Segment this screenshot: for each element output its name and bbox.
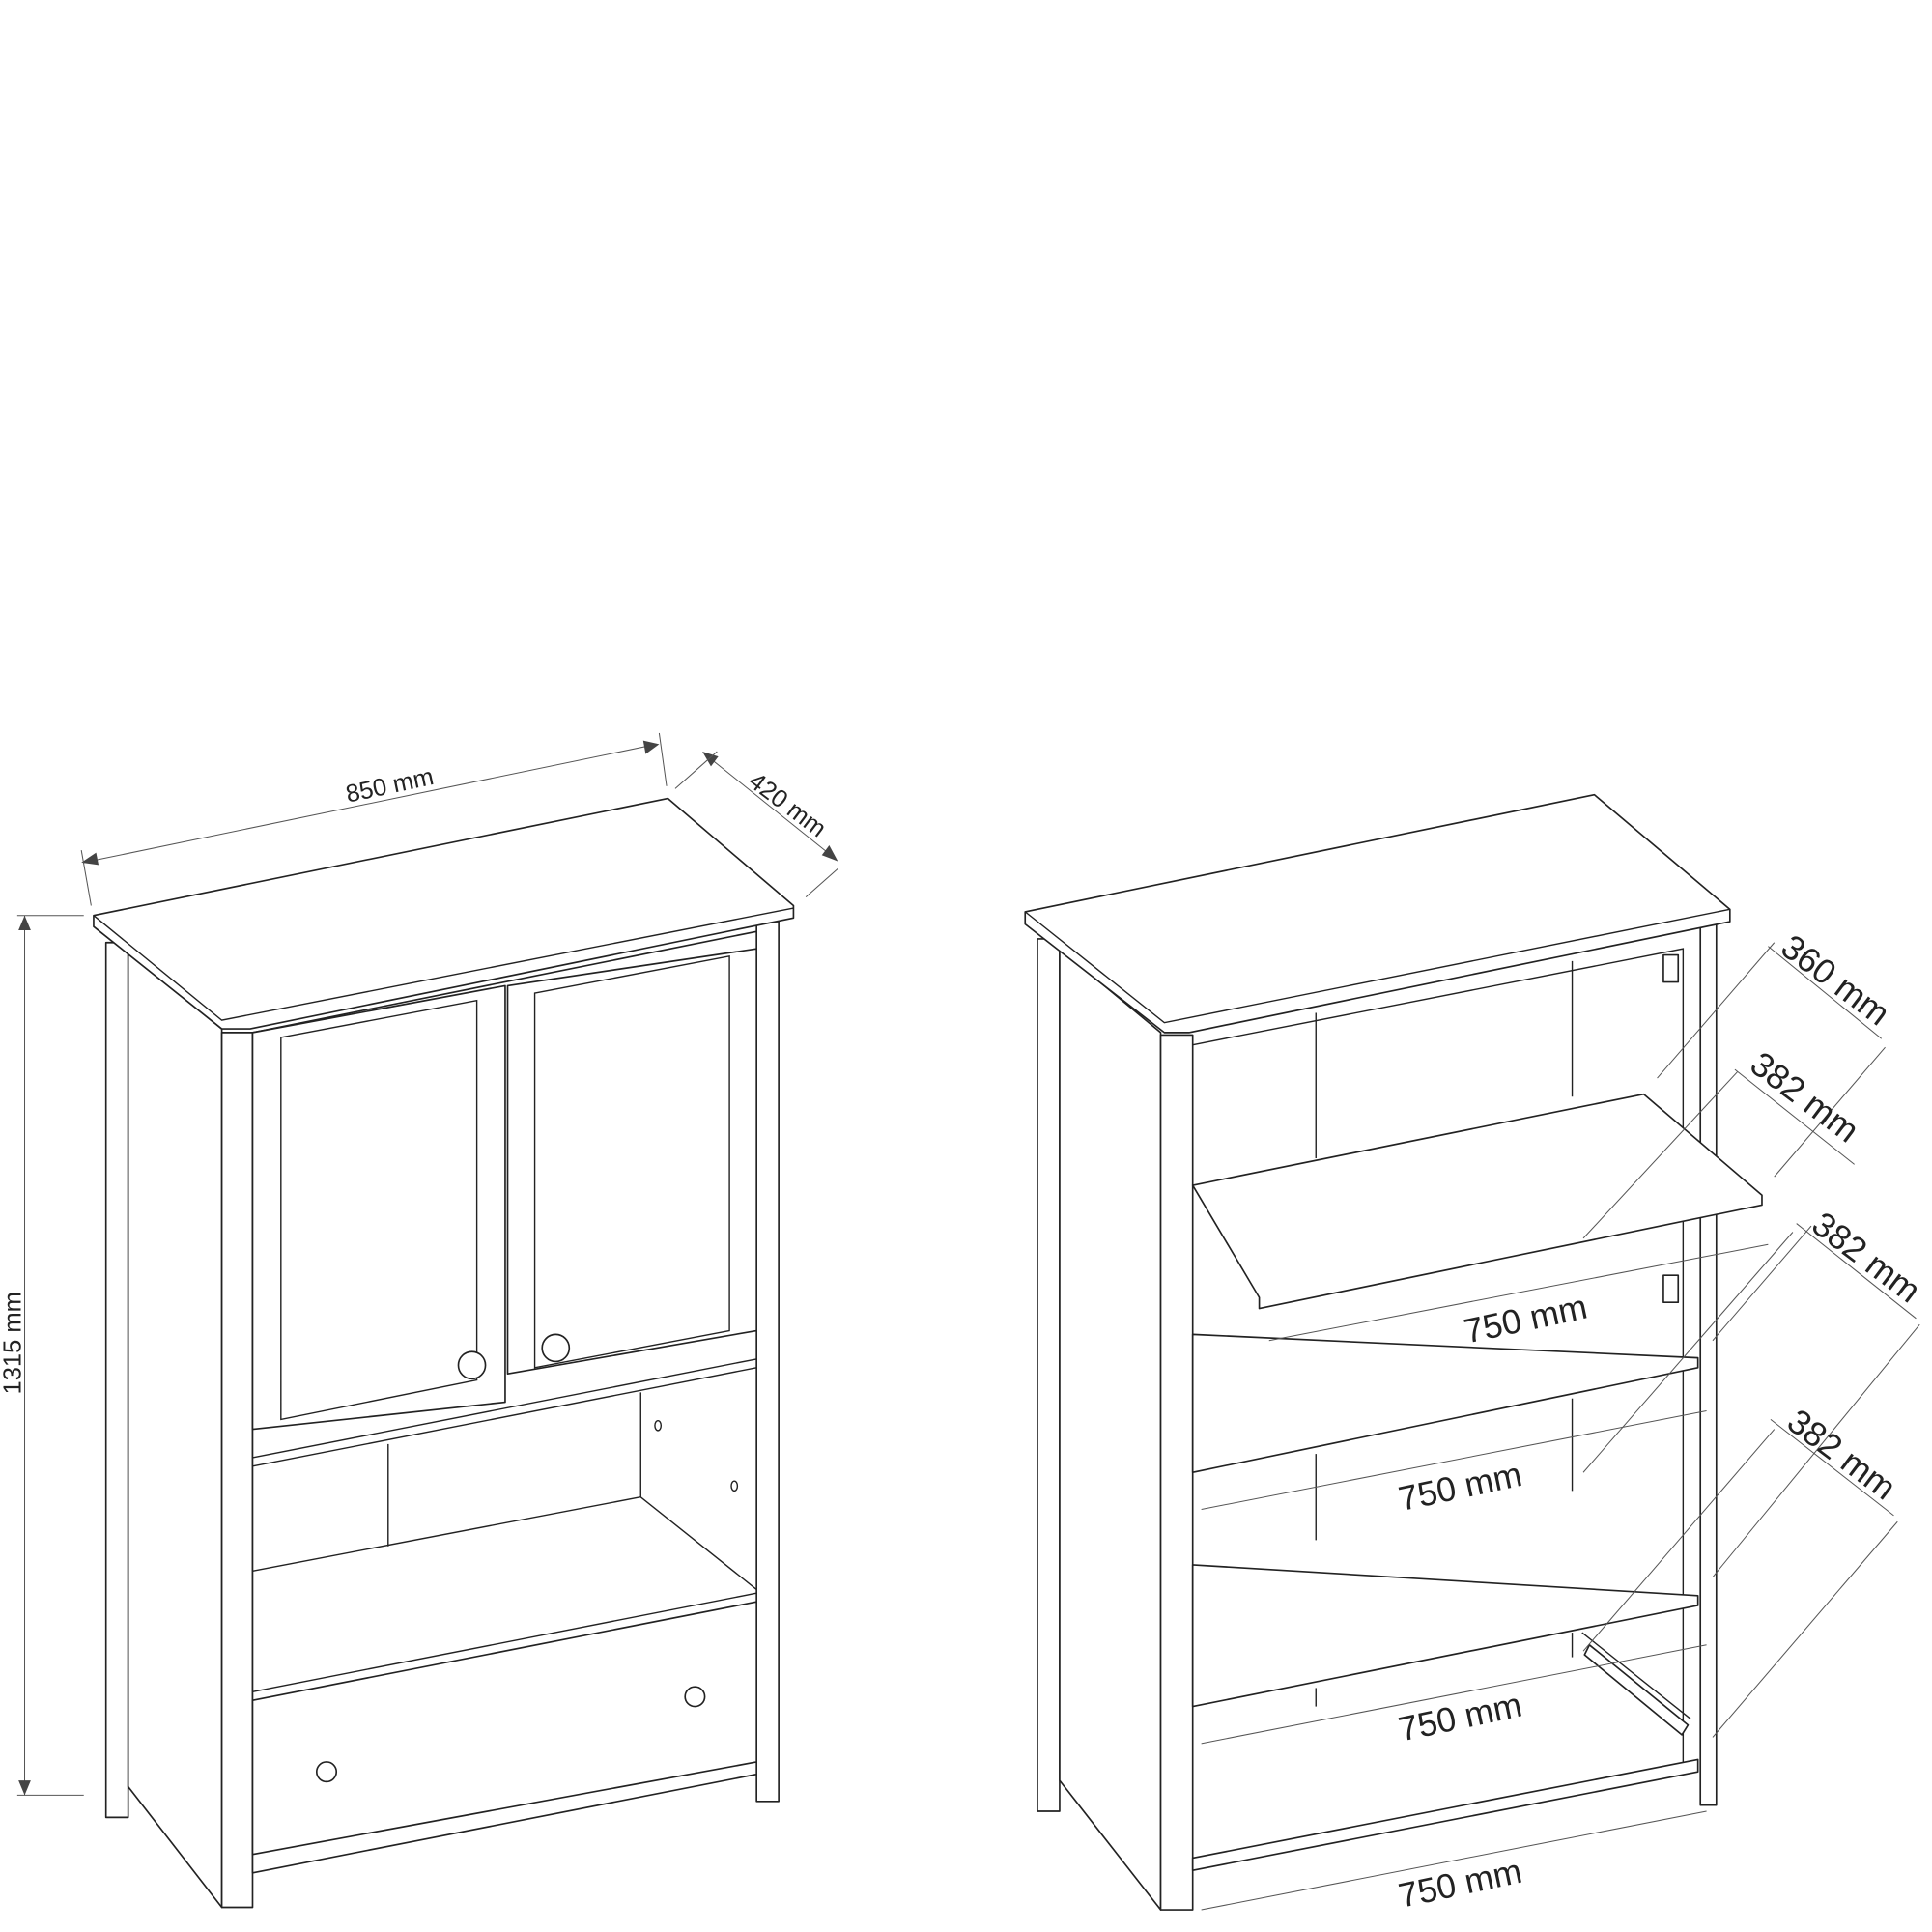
drawer-knob-icon	[684, 1686, 706, 1708]
drawer-runner	[1583, 1643, 1690, 1736]
shelf-width-label: 750 mm	[1461, 1288, 1590, 1351]
front-right-post	[755, 921, 780, 1803]
hinge-icon	[1662, 953, 1680, 983]
closed-cabinet-view: 850 mm 420 mm 1315 mm	[0, 732, 838, 1909]
open-cabinet-view: 360 mm 382 mm 382 mm 382 mm 750 mm 750 m…	[1024, 793, 1927, 1916]
shelf-width-label: 750 mm	[1395, 1852, 1524, 1916]
top-slab	[1024, 793, 1731, 1034]
side-panel	[1059, 948, 1162, 1911]
back-left-leg	[104, 941, 129, 1819]
shelf-spacing-label: 360 mm	[1775, 927, 1897, 1034]
side-panel	[127, 950, 223, 1909]
drawer-knob-icon	[315, 1761, 338, 1783]
top-slab	[93, 797, 795, 1030]
shelf-width-label: 750 mm	[1395, 1455, 1524, 1519]
shelf	[1191, 1333, 1699, 1474]
bottom-panel	[1191, 1758, 1699, 1872]
shelf-spacing-label: 382 mm	[1804, 1205, 1927, 1311]
depth-dimension-label: 420 mm	[744, 767, 831, 842]
door-knob-icon	[541, 1333, 571, 1363]
pulled-shelf	[1191, 1093, 1763, 1310]
door-knob-icon	[457, 1350, 487, 1380]
left-door	[251, 984, 506, 1431]
front-left-post	[1159, 1034, 1194, 1911]
shelf-spacing-label: 382 mm	[1780, 1402, 1903, 1508]
shelf-spacing-label: 382 mm	[1744, 1044, 1866, 1151]
front-right-post	[1699, 923, 1718, 1806]
back-left-leg	[1037, 938, 1061, 1812]
shelf	[1191, 1564, 1699, 1708]
width-dimension-label: 850 mm	[344, 763, 437, 809]
front-left-post	[220, 1032, 254, 1909]
right-door	[506, 948, 757, 1376]
shelf-width-label: 750 mm	[1395, 1686, 1524, 1749]
height-dimension-label: 1315 mm	[0, 1292, 27, 1394]
hinge-icon	[1662, 1274, 1680, 1304]
drawer	[251, 1601, 757, 1856]
